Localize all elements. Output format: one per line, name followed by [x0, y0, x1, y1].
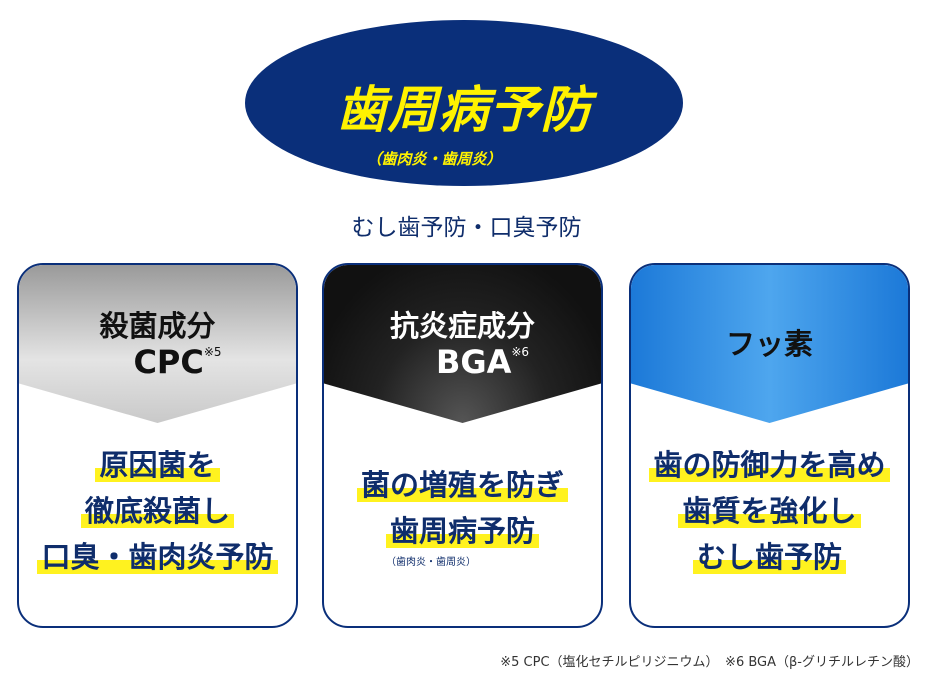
card-header: 殺菌成分 CPC※5	[19, 265, 296, 423]
card-ingredient: BGA	[435, 343, 512, 381]
benefit-line: 歯の防御力を高め	[649, 445, 890, 485]
footnote: ※5 CPC（塩化セチルピリジニウム） ※6 BGA（β-グリチルレチン酸）	[500, 655, 919, 670]
footnote-ref: ※5	[203, 345, 222, 359]
card-fluoride: フッ素 歯の防御力を高め 歯質を強化し むし歯予防	[629, 263, 910, 628]
benefit-line: 徹底殺菌し	[80, 491, 234, 531]
card-heading: フッ素	[725, 327, 813, 361]
benefit-line: 口臭・歯肉炎予防	[37, 537, 278, 577]
benefit-line: 歯質を強化し	[678, 491, 861, 531]
card-cpc: 殺菌成分 CPC※5 原因菌を 徹底殺菌し 口臭・歯肉炎予防	[17, 263, 298, 628]
benefit-line: 原因菌を	[95, 445, 220, 485]
benefit-line: 歯周病予防	[385, 511, 539, 551]
hero-title: 歯周病予防	[336, 81, 592, 139]
card-heading: 抗炎症成分	[389, 309, 535, 343]
card-ingredient: CPC	[133, 343, 204, 381]
card-header: 抗炎症成分 BGA※6	[324, 265, 601, 423]
hero-ellipse: 歯周病予防 （歯肉炎・歯周炎）	[245, 20, 683, 186]
card-header: フッ素	[631, 265, 908, 423]
footnote-ref: ※6	[511, 345, 530, 359]
hero-subtitle: （歯肉炎・歯周炎）	[366, 150, 502, 168]
tagline: むし歯予防・口臭予防	[351, 215, 582, 241]
card-heading: 殺菌成分	[99, 309, 216, 343]
card-bga: 抗炎症成分 BGA※6 菌の増殖を防ぎ 歯周病予防 （歯肉炎・歯周炎）	[322, 263, 603, 628]
benefit-line: むし歯予防	[692, 537, 846, 577]
benefit-line: 菌の増殖を防ぎ	[356, 465, 568, 505]
benefit-note: （歯肉炎・歯周炎）	[386, 557, 476, 568]
